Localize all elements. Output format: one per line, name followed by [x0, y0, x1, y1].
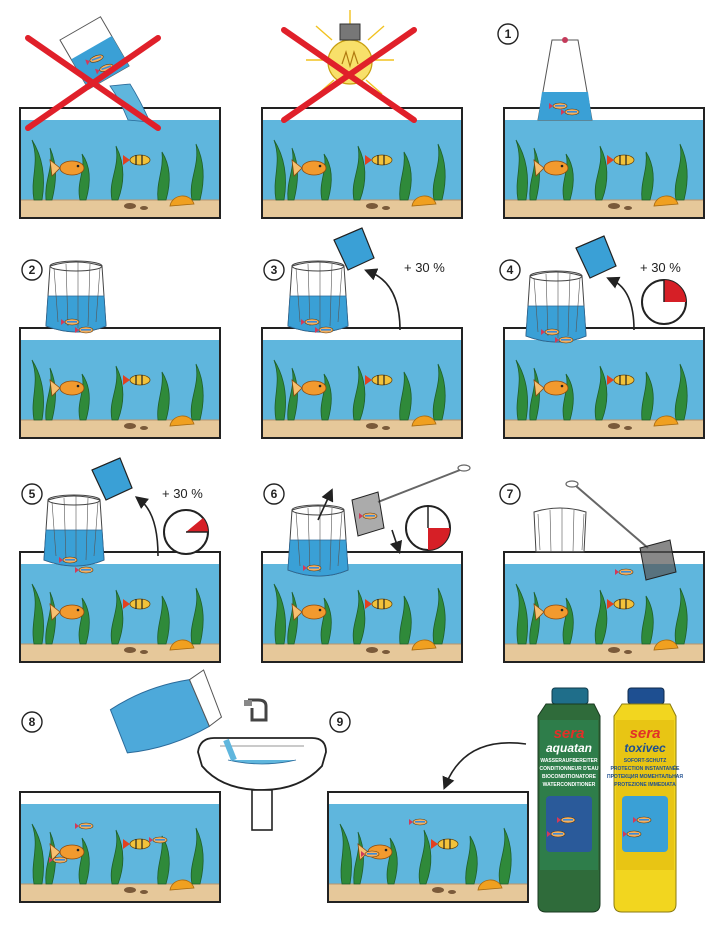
amount-label: + 30 %	[640, 260, 681, 275]
step-7-panel: 7	[499, 480, 705, 663]
product-name: toxivec	[624, 741, 666, 755]
product-line: PROTEZIONE IMMEDIATA	[614, 782, 676, 788]
step-4-panel: 4 + 30 %	[499, 235, 705, 439]
product-bottle-aquatan: sera aquatan WASSERAUFBEREITER CONDITION…	[537, 687, 601, 913]
product-name: aquatan	[546, 741, 592, 755]
product-line: CONDITIONNEUR D'EAU	[540, 766, 599, 772]
timer-icon	[405, 505, 451, 551]
bag-pouring-icon	[109, 669, 223, 754]
arrow-icon	[606, 276, 635, 331]
step-number: 3	[271, 263, 278, 277]
arrow-icon	[442, 742, 527, 790]
step-number: 9	[337, 715, 344, 729]
measuring-cup-icon	[91, 457, 133, 501]
arrow-icon	[364, 268, 401, 331]
product-line: WASSERAUFBEREITER	[540, 758, 598, 764]
product-brand: sera	[554, 725, 585, 742]
amount-label: + 30 %	[404, 260, 445, 275]
step-number: 2	[29, 263, 36, 277]
step-number: 8	[29, 715, 36, 729]
step-number: 7	[507, 487, 514, 501]
timer-icon	[163, 509, 209, 555]
amount-label: + 30 %	[162, 486, 203, 501]
fish-net-icon	[565, 480, 677, 581]
step-number: 6	[271, 487, 278, 501]
step-3-panel: 3 + 30 %	[261, 227, 463, 439]
arrow-icon	[134, 496, 159, 557]
product-line: WATERCONDITIONER	[543, 782, 596, 788]
light-bulb-icon	[306, 10, 394, 95]
panel-no-pouring	[19, 16, 221, 219]
product-line: BIOCONDITIONATORE	[542, 774, 597, 780]
timer-icon	[641, 279, 687, 325]
step-2-panel: 2	[19, 259, 221, 439]
step-1-panel: 1	[497, 23, 705, 219]
step-8-panel: 8	[19, 669, 327, 903]
product-line: PROTECTION INSTANTANÉE	[611, 764, 681, 772]
arrow-icon	[317, 488, 334, 521]
step-number: 5	[29, 487, 36, 501]
fish-net-icon	[351, 464, 471, 537]
panel-no-light	[261, 10, 463, 219]
product-bottle-toxivec: sera toxivec SOFORT-SCHUTZ PROTECTION IN…	[607, 687, 683, 913]
product-line: SOFORT-SCHUTZ	[624, 758, 667, 764]
product-brand: sera	[630, 725, 661, 742]
product-line: ПРОТЕКЦИЯ МОМЕНТАЛЬНАЯ	[607, 774, 683, 780]
step-6-panel: 6	[261, 464, 471, 663]
step-9-panel: 9 sera aquatan WASSERAUFBEREITER CONDITI…	[327, 687, 683, 913]
step-number: 4	[507, 263, 514, 277]
sink-icon	[197, 698, 327, 831]
measuring-cup-icon	[575, 235, 617, 279]
arrow-icon	[389, 529, 403, 555]
step-number: 1	[505, 27, 512, 41]
step-5-panel: 5 + 30 %	[19, 457, 221, 663]
